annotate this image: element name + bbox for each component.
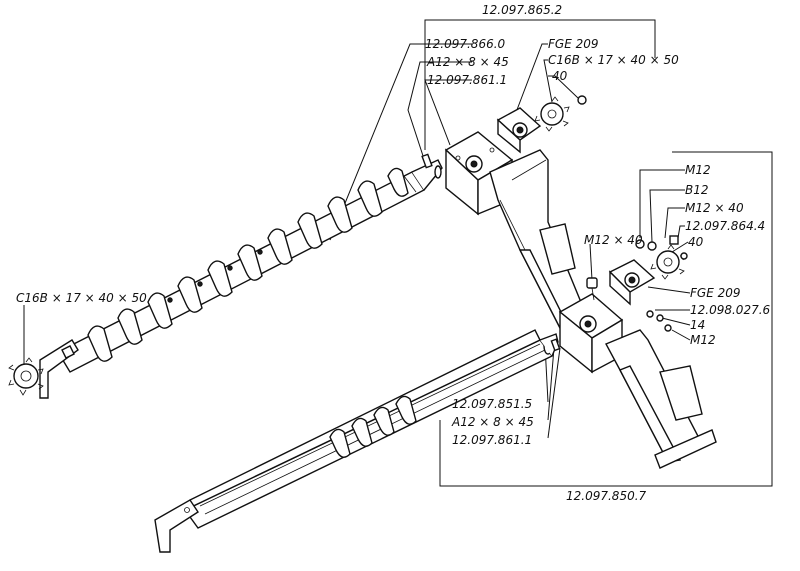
label-nut-m12-top: M12 [685, 163, 711, 177]
label-assembly-bottom: 12.097.850.7 [566, 489, 647, 503]
label-key-upper: A12 × 8 × 45 [426, 55, 509, 69]
lower-left-bracket [154, 499, 199, 553]
label-num-40-right: 40 [688, 235, 704, 249]
label-fge-lower: FGE 209 [690, 286, 741, 300]
upper-sprocket [534, 96, 570, 132]
label-bearing-lower: 12.097.861.1 [452, 433, 532, 447]
upper-frame [444, 131, 586, 331]
label-key-lower: A12 × 8 × 45 [451, 415, 534, 429]
left-end-bracket [39, 339, 79, 399]
label-assembly-top: 12.097.865.2 [482, 3, 562, 17]
label-bolt-m12x40-right: M12 × 40 [685, 201, 744, 215]
upper-shaft [57, 159, 443, 373]
label-part-864: 12.097.864.4 [685, 219, 765, 233]
assembly-bracket-top [424, 19, 656, 150]
label-washer-b12: B12 [685, 183, 709, 197]
label-bolt-mid: M12 × 40 [584, 233, 643, 247]
label-nut-m12-bottom: M12 [690, 333, 716, 347]
label-sprocket-upper: C16B × 17 × 40 × 50 [548, 53, 679, 67]
label-shaft-upper: 12.097.866.0 [425, 37, 506, 51]
right-sprocket [650, 244, 686, 280]
label-part-027: 12.098.027.6 [690, 303, 771, 317]
upper-key [421, 153, 433, 169]
lower-fge-bearing [608, 259, 656, 306]
lower-key [550, 338, 561, 352]
label-sprocket-left: C16B × 17 × 40 × 50 [16, 291, 147, 305]
label-bearing-upper: 12.097.861.1 [427, 73, 507, 87]
lower-frame [558, 293, 717, 469]
label-num-14: 14 [690, 318, 705, 332]
mid-bolt [586, 277, 598, 301]
label-fge-upper: FGE 209 [548, 37, 599, 51]
leader-lines [23, 43, 691, 439]
lower-shaft [183, 329, 559, 529]
right-hardware [635, 235, 688, 332]
label-shaft-lower: 12.097.851.5 [452, 397, 532, 411]
upper-washer [577, 95, 587, 105]
left-sprocket [8, 357, 44, 396]
upper-fge-bearing [496, 107, 542, 154]
assembly-bracket-bottom [439, 151, 773, 487]
label-num-40-upper: 40 [552, 69, 568, 83]
